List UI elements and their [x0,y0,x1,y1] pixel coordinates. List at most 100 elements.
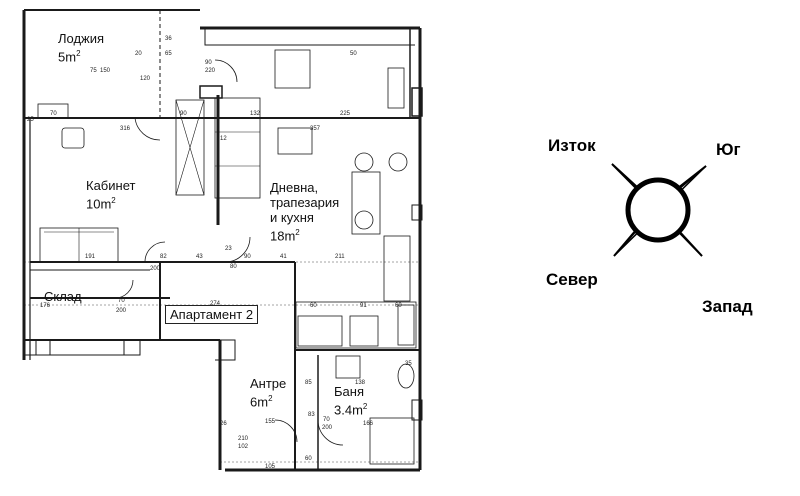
dim-label: 26 [220,421,227,427]
dim-label: 70 [118,298,125,304]
sofa [44,228,114,262]
door-arc [214,59,238,83]
room-study-label: Кабинет 10m2 [86,178,135,211]
dim-label: 70 [50,111,57,117]
window [199,85,223,99]
compass-west-label: Запад [702,297,753,316]
dim-label: 23 [225,246,232,252]
chair [388,152,408,172]
dim-label: 90 [180,111,187,117]
compass-east-label: Изток [548,136,596,155]
door-arc [144,241,166,263]
door-arc [317,419,344,446]
dim-label: 60 [310,303,317,309]
tv-stand [387,67,405,109]
room-area: 18m2 [270,228,300,244]
chair [354,210,374,230]
dim-label: 41 [280,254,287,260]
stove [297,315,343,347]
dim-label: 211 [335,254,345,260]
dim-label: 176 [40,303,51,309]
wardrobe [175,99,205,196]
room-living-label: Дневна, трапезария и кухня 18m2 [270,180,339,243]
counter [383,235,411,302]
dim-label: 60 [305,456,312,462]
dim-label: 90 [244,254,251,260]
dim-label: 65 [165,51,172,57]
dim-label: 274 [210,301,221,307]
room-area: 5m2 [58,49,81,65]
kitchen-counter [295,301,417,349]
interior-wall [35,340,51,356]
sofa [214,97,261,199]
sink [349,315,379,347]
window [411,87,423,117]
chair [61,127,85,149]
dim-label: 60 [395,303,402,309]
door-arc [134,117,161,141]
washbasin [335,355,361,379]
interior-wall [123,340,141,356]
dim-label: 200 [322,425,333,431]
dim-label: 85 [305,380,312,386]
dim-label: 102 [238,444,249,450]
compass-south-label: Юг [716,140,741,159]
coffee-table [277,127,313,155]
dim-label: 150 [100,68,111,74]
appliance [397,304,415,346]
room-name-line3: и кухня [270,210,314,225]
armchair [274,49,311,89]
dim-label: 83 [308,412,315,418]
room-name-line2: трапезария [270,195,340,210]
dim-label: 20 [135,51,142,57]
dim-label: 80 [230,264,237,270]
room-name: Лоджия [58,31,105,46]
compass-north-label: Север [546,270,598,289]
room-name: Дневна, [270,180,319,195]
dim-label: 91 [360,303,367,309]
dim-label: 12 [220,136,227,142]
room-name: Склад [44,289,82,304]
dim-label: 132 [250,111,261,117]
dim-label: 36 [165,36,172,42]
wardrobe [175,99,205,196]
dim-label: 43 [196,254,203,260]
room-storage-label: Склад [44,289,82,304]
dim-label: 166 [363,421,374,427]
window [411,399,423,421]
room-area: 10m2 [86,196,116,212]
chair [354,152,374,172]
compass-circle [625,177,691,243]
room-hall-label: Антре 6m2 [250,376,286,409]
door-arc [274,419,298,443]
door-arc [114,279,134,299]
room-bath-label: Баня 3.4m2 [334,384,367,417]
window [411,204,423,221]
dim-label: 316 [120,126,131,132]
room-name: Антре [250,376,287,391]
dining-table [351,171,381,235]
dim-label: 50 [350,51,357,57]
dim-label: 120 [140,76,151,82]
room-name: Кабинет [86,178,136,193]
dim-label: 75 [90,68,97,74]
compass-rose [611,163,707,257]
dim-label: 200 [116,308,127,314]
interior-wall [200,339,236,361]
apartment-label: Апартамент 2 [165,305,259,324]
dim-label: 220 [205,68,216,74]
room-name: Баня [334,384,364,399]
dim-line [24,117,420,463]
dim-label: 357 [310,126,321,132]
door-arc [224,236,251,263]
loggia-wall [204,28,415,46]
dim-label: 138 [355,380,366,386]
room-area: 6m2 [250,394,273,410]
room-area: 3.4m2 [334,402,368,418]
toilet [397,363,415,389]
dim-label: 82 [160,254,167,260]
dim-label: 70 [323,417,330,423]
dim-label: 191 [85,254,96,260]
dim-label: 210 [238,436,249,442]
